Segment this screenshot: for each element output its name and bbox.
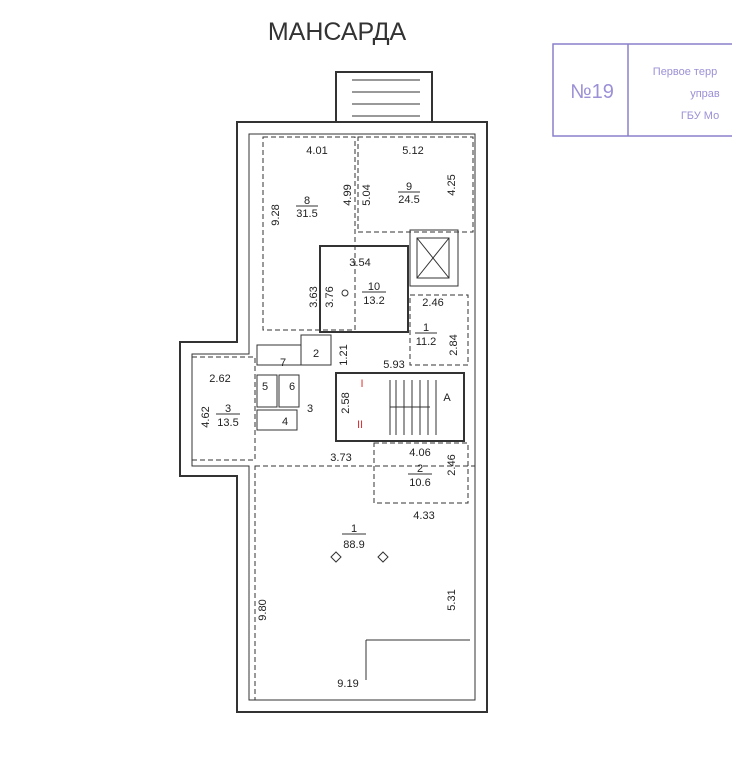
room-1-number: 1: [351, 523, 357, 535]
stair-label-i: I: [360, 378, 363, 390]
dim-4-01: 4.01: [306, 145, 327, 157]
dim-2-46-top: 2.46: [422, 297, 443, 309]
stair-label-a: А: [443, 392, 451, 404]
stair-label-ii: II: [357, 419, 363, 431]
room-9-area: 24.5: [398, 194, 419, 206]
room-6-number: 6: [289, 381, 295, 393]
dim-4-25: 4.25: [446, 174, 458, 195]
dim-4-99: 4.99: [342, 184, 354, 205]
dim-5-04: 5.04: [361, 184, 373, 205]
stamp-line1: Первое терр: [653, 66, 717, 78]
dim-2-62: 2.62: [209, 373, 230, 385]
dim-4-62: 4.62: [200, 406, 212, 427]
stamp-number: №19: [570, 81, 614, 103]
dim-2-46-bottom: 2.46: [446, 454, 458, 475]
dim-3-76: 3.76: [324, 286, 336, 307]
dim-2-84: 2.84: [448, 334, 460, 355]
dim-5-31: 5.31: [446, 589, 458, 610]
dim-3-54: 3.54: [349, 257, 370, 269]
room-3-area: 13.5: [217, 417, 238, 429]
dim-9-80: 9.80: [257, 599, 269, 620]
room-10-area: 13.2: [363, 295, 384, 307]
plan-title: МАНСАРДА: [268, 18, 407, 46]
dim-9-19: 9.19: [337, 678, 358, 690]
walls: [179, 71, 488, 713]
room-2-number: 2: [417, 463, 423, 475]
room-7-number: 7: [280, 357, 286, 369]
room-2-area: 10.6: [409, 477, 430, 489]
dim-4-06: 4.06: [409, 447, 430, 459]
dim-3-73: 3.73: [330, 452, 351, 464]
room-labels: 8 31.5 9 24.5 10 13.2 1 11.2 3 13.5 2 10…: [216, 181, 451, 551]
stamp-line2: управ: [690, 88, 720, 100]
dim-4-33: 4.33: [413, 510, 434, 522]
stamp-line3: ГБУ Мо: [681, 110, 719, 122]
room-5-number: 5: [262, 381, 268, 393]
dimensions: 4.01 5.12 9.28 4.99 5.04 4.25 3.54 3.63 …: [200, 145, 460, 690]
room-8-area: 31.5: [296, 208, 317, 220]
dim-1-21: 1.21: [338, 344, 350, 365]
room-3-number: 3: [225, 403, 231, 415]
room-3-small-number: 3: [307, 403, 313, 415]
room-4-number: 4: [282, 416, 288, 428]
room-9-number: 9: [406, 181, 412, 193]
dim-5-93: 5.93: [383, 359, 404, 371]
room-1-small-area: 11.2: [416, 336, 437, 348]
room-8-number: 8: [304, 195, 310, 207]
room-2-small-number: 2: [313, 348, 319, 360]
dim-9-28: 9.28: [270, 204, 282, 225]
dim-3-63: 3.63: [308, 286, 320, 307]
dim-2-58: 2.58: [340, 392, 352, 413]
room-10-number: 10: [368, 281, 380, 293]
dim-5-12: 5.12: [402, 145, 423, 157]
room-1-small-number: 1: [423, 322, 429, 334]
registry-stamp: №19 Первое терр управ ГБУ Мо: [552, 43, 732, 137]
room-1-area: 88.9: [343, 539, 364, 551]
